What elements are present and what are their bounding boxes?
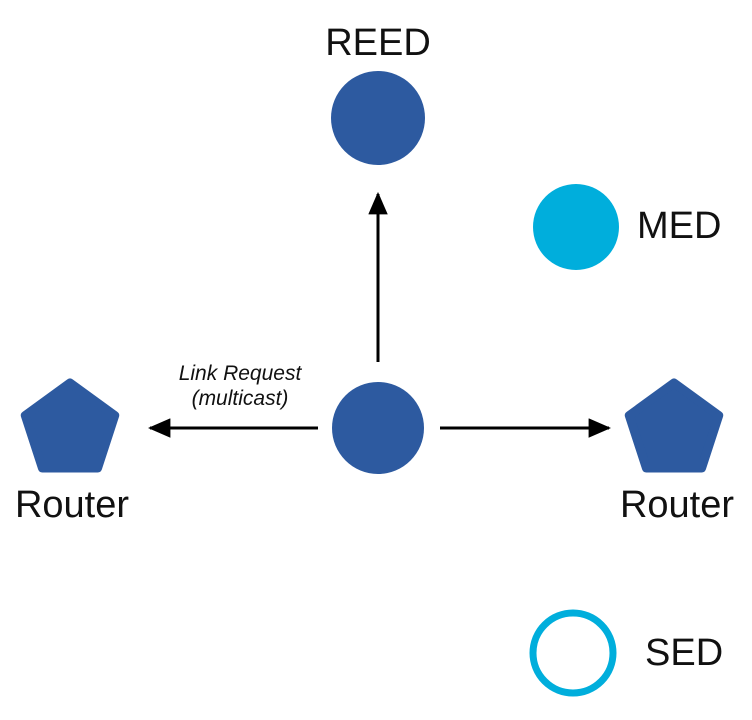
- router-right-label: Router: [619, 484, 735, 526]
- reed-label: REED: [325, 22, 431, 64]
- center-node: [332, 382, 424, 474]
- annotation-line-2: (multicast): [191, 386, 289, 410]
- link-request-annotation: Link Request (multicast): [179, 362, 302, 412]
- med-label: MED: [637, 205, 722, 247]
- router-left-node: [20, 378, 120, 473]
- sed-label: SED: [645, 632, 724, 674]
- reed-node: [331, 71, 425, 165]
- router-left-label: Router: [14, 484, 130, 526]
- annotation-line-1: Link Request: [178, 362, 302, 385]
- med-node: [533, 184, 619, 270]
- sed-node: [529, 609, 617, 697]
- router-right-node: [624, 378, 724, 473]
